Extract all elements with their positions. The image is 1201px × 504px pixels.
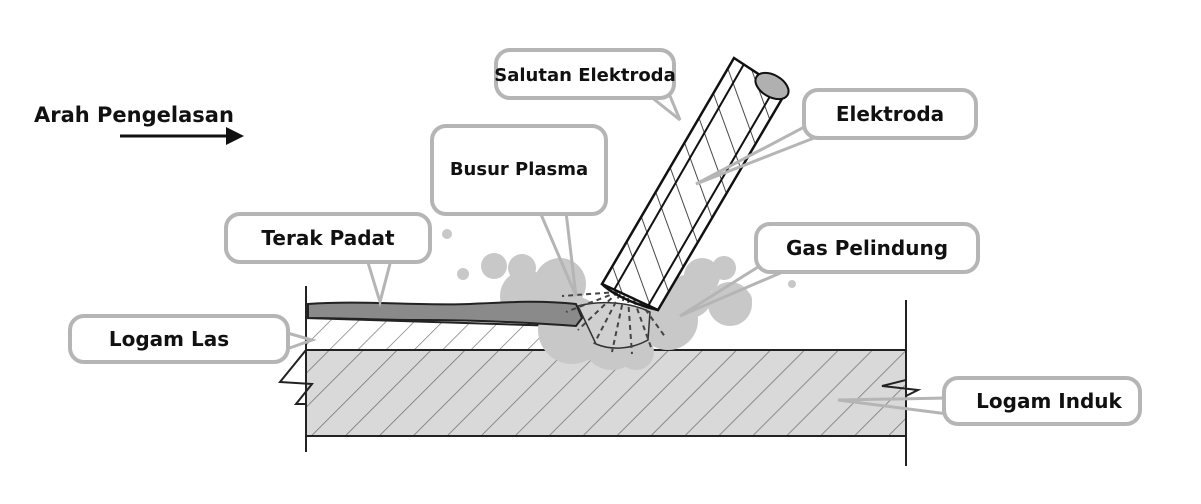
callout-weld-metal: Logam Las	[68, 314, 317, 364]
solid-slag	[307, 300, 584, 328]
electrode-rod	[600, 56, 790, 312]
callout-shield-gas: Gas Pelindung	[679, 222, 980, 318]
callout-base-metal: Logam Induk	[837, 376, 1142, 426]
arc-label: Busur Plasma	[450, 159, 588, 180]
callout-electrode: Elektroda	[695, 88, 978, 186]
callout-arc: Busur Plasma	[430, 124, 608, 297]
shield-gas-label: Gas Pelindung	[786, 236, 948, 260]
direction-label: Arah Pengelasan	[34, 103, 234, 127]
direction-arrow	[120, 127, 244, 145]
plasma-arc	[561, 291, 667, 355]
base-metal-label: Logam Induk	[976, 389, 1122, 413]
electrode-label: Elektroda	[836, 102, 944, 126]
callout-slag: Terak Padat	[224, 212, 432, 308]
coating-label: Salutan Elektroda	[494, 65, 675, 86]
callout-coating: Salutan Elektroda	[494, 48, 682, 122]
weld-metal-label: Logam Las	[109, 327, 229, 351]
slag-label: Terak Padat	[261, 226, 395, 250]
